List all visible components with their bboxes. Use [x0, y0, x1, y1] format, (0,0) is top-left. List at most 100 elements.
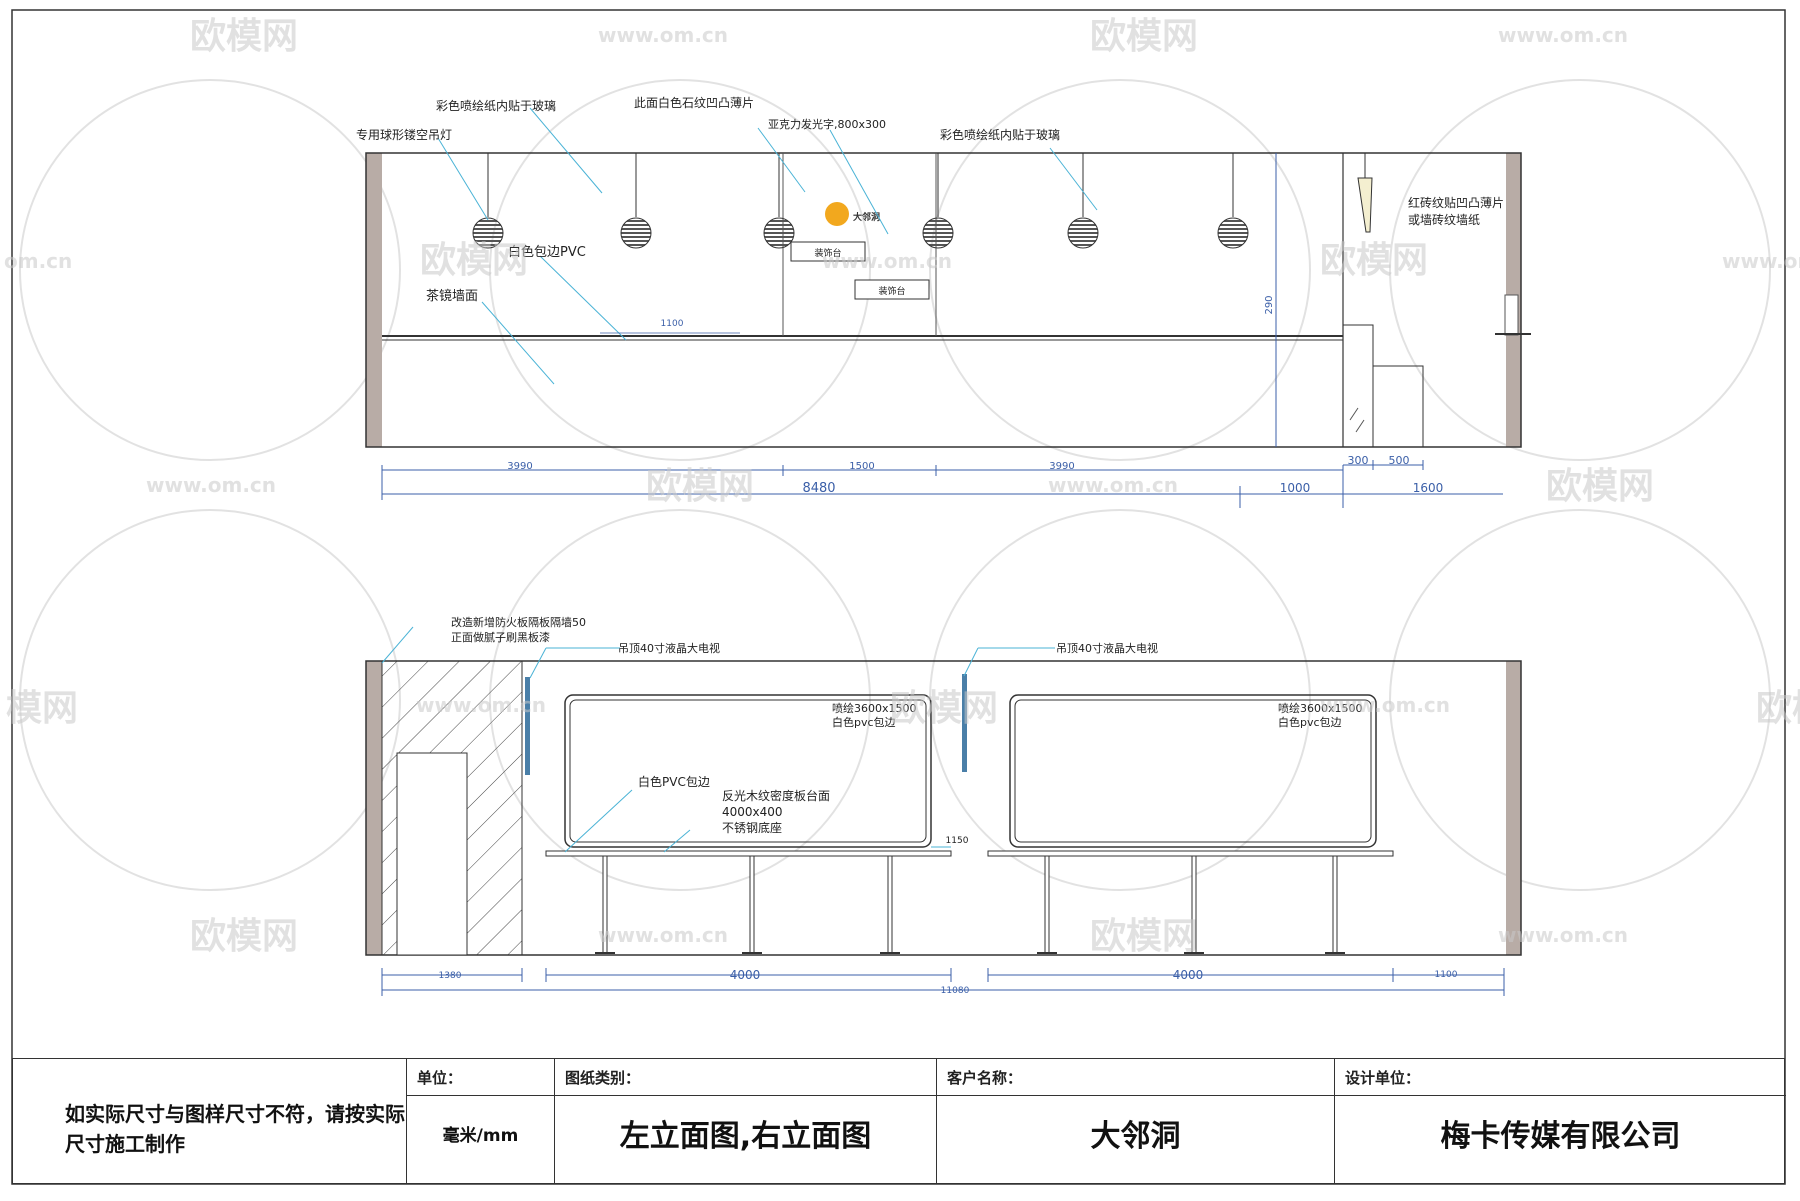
decor-shelf-1-label: 装饰台 [814, 247, 841, 259]
upper-room-outline [365, 152, 1522, 448]
right-mirror [1504, 294, 1519, 336]
counter-right [987, 850, 1394, 857]
dim-11080: 11080 [941, 986, 970, 996]
decor-shelf-2-label: 装饰台 [878, 285, 905, 297]
counter-leg [1184, 855, 1204, 954]
dim-1380: 1380 [439, 971, 462, 981]
watermark-url: www.om.cn [1498, 923, 1628, 947]
label-new-wall: 改造新增防火板隔板隔墙50 [451, 615, 586, 629]
door-glass-1 [1349, 407, 1359, 421]
title-block: 如实际尺寸与图样尺寸不符，请按实际尺寸施工制作 单位： 毫米/mm 图纸类别： … [12, 1058, 1786, 1184]
door-glass-2 [1355, 419, 1365, 433]
label-tv-left: 吊顶40寸液晶大电视 [618, 641, 720, 655]
dim-4000-a: 4000 [730, 968, 761, 982]
counter-leg [880, 855, 900, 954]
watermark-url: www.om.cn [598, 23, 728, 47]
label-pvc-edge-lower: 白色PVC包边 [638, 774, 710, 789]
drawing-type-cell: 图纸类别： 左立面图,右立面图 [554, 1059, 936, 1183]
lower-leaders [381, 626, 1055, 853]
print-panel-left-outer [564, 694, 932, 848]
label-pvc-edge: 白色包边PVC [508, 244, 586, 260]
label-tv-right: 吊顶40寸液晶大电视 [1056, 641, 1158, 655]
label-print-right: 喷绘3600x1500 [1278, 701, 1363, 715]
dim-8480: 8480 [802, 481, 835, 496]
label-counter: 反光木纹密度板台面 [722, 788, 830, 803]
dim-1100-upper: 1100 [661, 319, 684, 329]
counter-leg [1325, 855, 1345, 954]
watermark-url: www.om.cn [416, 693, 546, 717]
dim-300: 300 [1348, 454, 1369, 467]
print-panel-left-inner [569, 699, 927, 843]
drawing-type-label: 图纸类别： [565, 1069, 641, 1087]
watermark-url: www.om.cn [598, 923, 728, 947]
logo-badge-icon [825, 202, 849, 226]
watermark-brand: 欧模网 [890, 688, 998, 729]
watermark-url: www.om.cn [146, 473, 276, 497]
client-value: 大邻洞 [1090, 1119, 1181, 1154]
decor-shelf-2 [854, 279, 930, 300]
lower-room-outline [365, 660, 1522, 956]
label-brick-2: 或墙砖纹墙纸 [1408, 212, 1480, 227]
watermark-brand: 欧模网 [420, 240, 528, 281]
watermark-url: www.om.cn [822, 249, 952, 273]
label-print-left: 喷绘3600x1500 [832, 701, 917, 715]
counter-leg [595, 855, 615, 954]
pendant-lamp-icon [922, 153, 954, 249]
unit-label: 单位： [417, 1069, 463, 1087]
cabinet [1372, 365, 1424, 448]
dim-1500: 1500 [849, 461, 874, 472]
drawing-type-value: 左立面图,右立面图 [619, 1119, 872, 1154]
counter-leg [1037, 855, 1057, 954]
designer-value: 梅卡传媒有限公司 [1440, 1119, 1681, 1154]
tv-right [962, 674, 967, 772]
print-panel-right-outer [1009, 694, 1377, 848]
label-white-stone: 此面白色石纹凹凸薄片 [634, 95, 754, 110]
label-acrylic-letters: 亚克力发光字,800x300 [768, 117, 886, 131]
lower-elevation: 改造新增防火板隔板隔墙50 正面做腻子刷黑板漆 吊顶40寸液晶大电视 吊顶40寸… [365, 615, 1522, 996]
tv-left [525, 677, 530, 775]
dim-1150: 1150 [946, 836, 969, 846]
pendant-lamp-icon [763, 153, 795, 249]
watermark-brand: 欧模网 [1090, 916, 1198, 957]
watermark-url: www.om.cn [1048, 473, 1178, 497]
label-new-wall-2: 正面做腻子刷黑板漆 [451, 630, 550, 644]
designer-label: 设计单位： [1345, 1069, 1421, 1087]
print-panel-right-inner [1014, 699, 1372, 843]
label-print-right-2: 白色pvc包边 [1278, 715, 1342, 729]
label-print-glass-left: 彩色喷绘纸内贴于玻璃 [436, 98, 556, 113]
dim-290: 290 [1264, 295, 1275, 314]
dim-1600: 1600 [1413, 481, 1444, 495]
lower-wall-left [366, 661, 382, 955]
watermark-brand: 欧模网 [646, 466, 754, 507]
pendant-lamp-icon [1217, 153, 1249, 249]
watermarks: 欧模网 欧模网 www.om.cn www.om.cn 欧模网 欧模网 om.c… [4, 16, 1800, 957]
counter-legs [595, 855, 1345, 954]
label-brick: 红砖纹贴凹凸薄片 [1408, 195, 1504, 210]
watermark-url: www.om.cn [1320, 693, 1450, 717]
upper-wall-left [366, 153, 382, 447]
counter-left [545, 850, 952, 857]
construction-note: 如实际尺寸与图样尺寸不符，请按实际尺寸施工制作 [65, 1102, 405, 1156]
pendant-lamp-icon [1067, 153, 1099, 249]
dim-3990-a: 3990 [507, 461, 532, 472]
dim-1100-lower: 1100 [1435, 970, 1458, 980]
upper-elevation: 290 大邻洞 装饰台 装饰台 专用球形镂空 [356, 95, 1531, 508]
client-cell: 客户名称： 大邻洞 [936, 1059, 1334, 1183]
label-counter-3: 不锈钢底座 [722, 820, 782, 835]
wall-lamp [1357, 177, 1373, 233]
watermark-brand: 欧模网 [1090, 16, 1198, 57]
designer-cell: 设计单位： 梅卡传媒有限公司 [1334, 1059, 1786, 1183]
watermark-url: www.om.cn [1722, 249, 1800, 273]
pendant-lamps [472, 153, 1249, 249]
logo-text: 大邻洞 [853, 211, 880, 223]
watermark-brand: 欧模网 [190, 16, 298, 57]
unit-cell: 单位： 毫米/mm [406, 1059, 554, 1183]
watermark-brand: 欧模网 [1756, 688, 1800, 729]
pendant-lamp-icon [620, 153, 652, 249]
watermark-brand: 欧模网 [1546, 466, 1654, 507]
watermark-brand-partial: 模网 [6, 688, 78, 729]
watermark-brand: 欧模网 [1320, 240, 1428, 281]
lower-wall-right [1506, 661, 1521, 955]
label-print-glass-right: 彩色喷绘纸内贴于玻璃 [940, 127, 1060, 142]
watermark-url-short: om.cn [4, 249, 72, 273]
